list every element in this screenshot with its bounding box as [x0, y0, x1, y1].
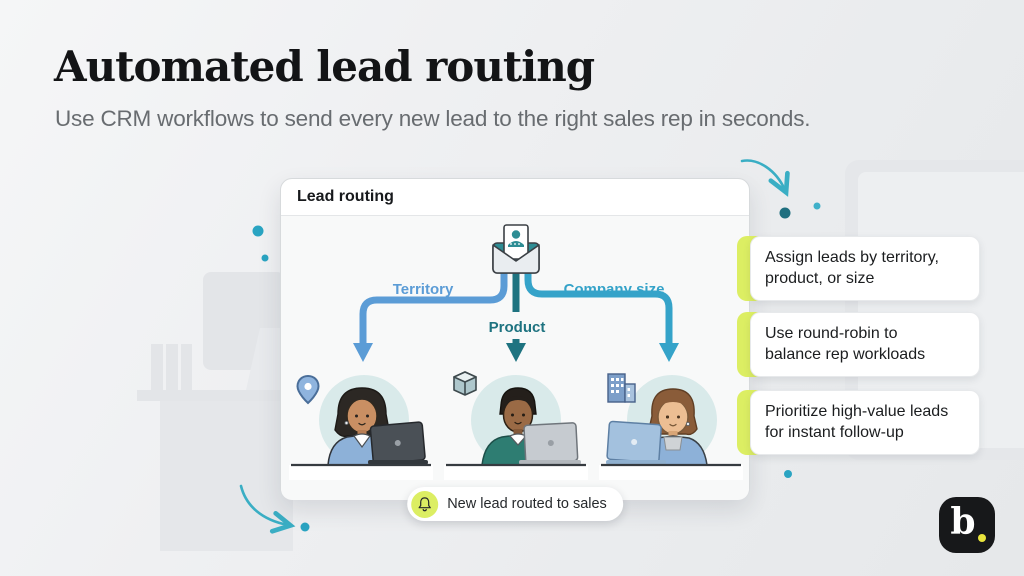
- page-subtitle: Use CRM workflows to send every new lead…: [55, 106, 811, 131]
- panel-body: Territory Product Company size: [281, 216, 749, 500]
- status-pill: New lead routed to sales: [407, 487, 623, 521]
- sales-rep-product-illustration: [444, 371, 588, 480]
- envelope-lead-icon: [488, 221, 544, 279]
- callout-card: Prioritize high-value leads for instant …: [750, 390, 980, 455]
- callout-text: Use round-robin to balance rep workloads: [765, 325, 926, 364]
- background-desk-silhouette: [137, 272, 294, 551]
- callout-assign-leads: Assign leads by territory, product, or s…: [737, 236, 982, 301]
- callout-text: Assign leads by territory, product, or s…: [765, 249, 939, 288]
- panel-header: Lead routing: [281, 179, 749, 216]
- branch-arrows: [353, 272, 679, 362]
- sales-rep-company-illustration: [599, 373, 743, 480]
- decor-arrow-bottom-left: [239, 484, 296, 534]
- logo-letter: b: [950, 501, 976, 543]
- sales-rep-territory-illustration: [289, 374, 433, 480]
- status-pill-label: New lead routed to sales: [447, 496, 607, 512]
- bell-icon: [411, 490, 439, 518]
- logo-dot-icon: .: [978, 534, 986, 542]
- decor-dots: [252, 202, 821, 532]
- company-size-label: Company size: [563, 281, 665, 298]
- page-title: Automated lead routing: [54, 42, 595, 91]
- product-cube-icon: [453, 371, 477, 396]
- lead-routing-panel: Lead routing Territory Product: [280, 178, 750, 500]
- company-building-icon: [607, 373, 636, 403]
- callout-card: Assign leads by territory, product, or s…: [750, 236, 980, 301]
- panel-title: Lead routing: [297, 188, 394, 205]
- callout-text: Prioritize high-value leads for instant …: [765, 403, 949, 442]
- callout-prioritize: Prioritize high-value leads for instant …: [737, 390, 982, 455]
- location-pin-icon: [296, 374, 320, 405]
- territory-label: Territory: [392, 281, 454, 298]
- decor-arrow-top-right: [740, 159, 790, 197]
- brand-logo: b .: [939, 497, 995, 553]
- callout-card: Use round-robin to balance rep workloads: [750, 312, 980, 377]
- callout-round-robin: Use round-robin to balance rep workloads: [737, 312, 982, 377]
- product-label: Product: [488, 319, 546, 336]
